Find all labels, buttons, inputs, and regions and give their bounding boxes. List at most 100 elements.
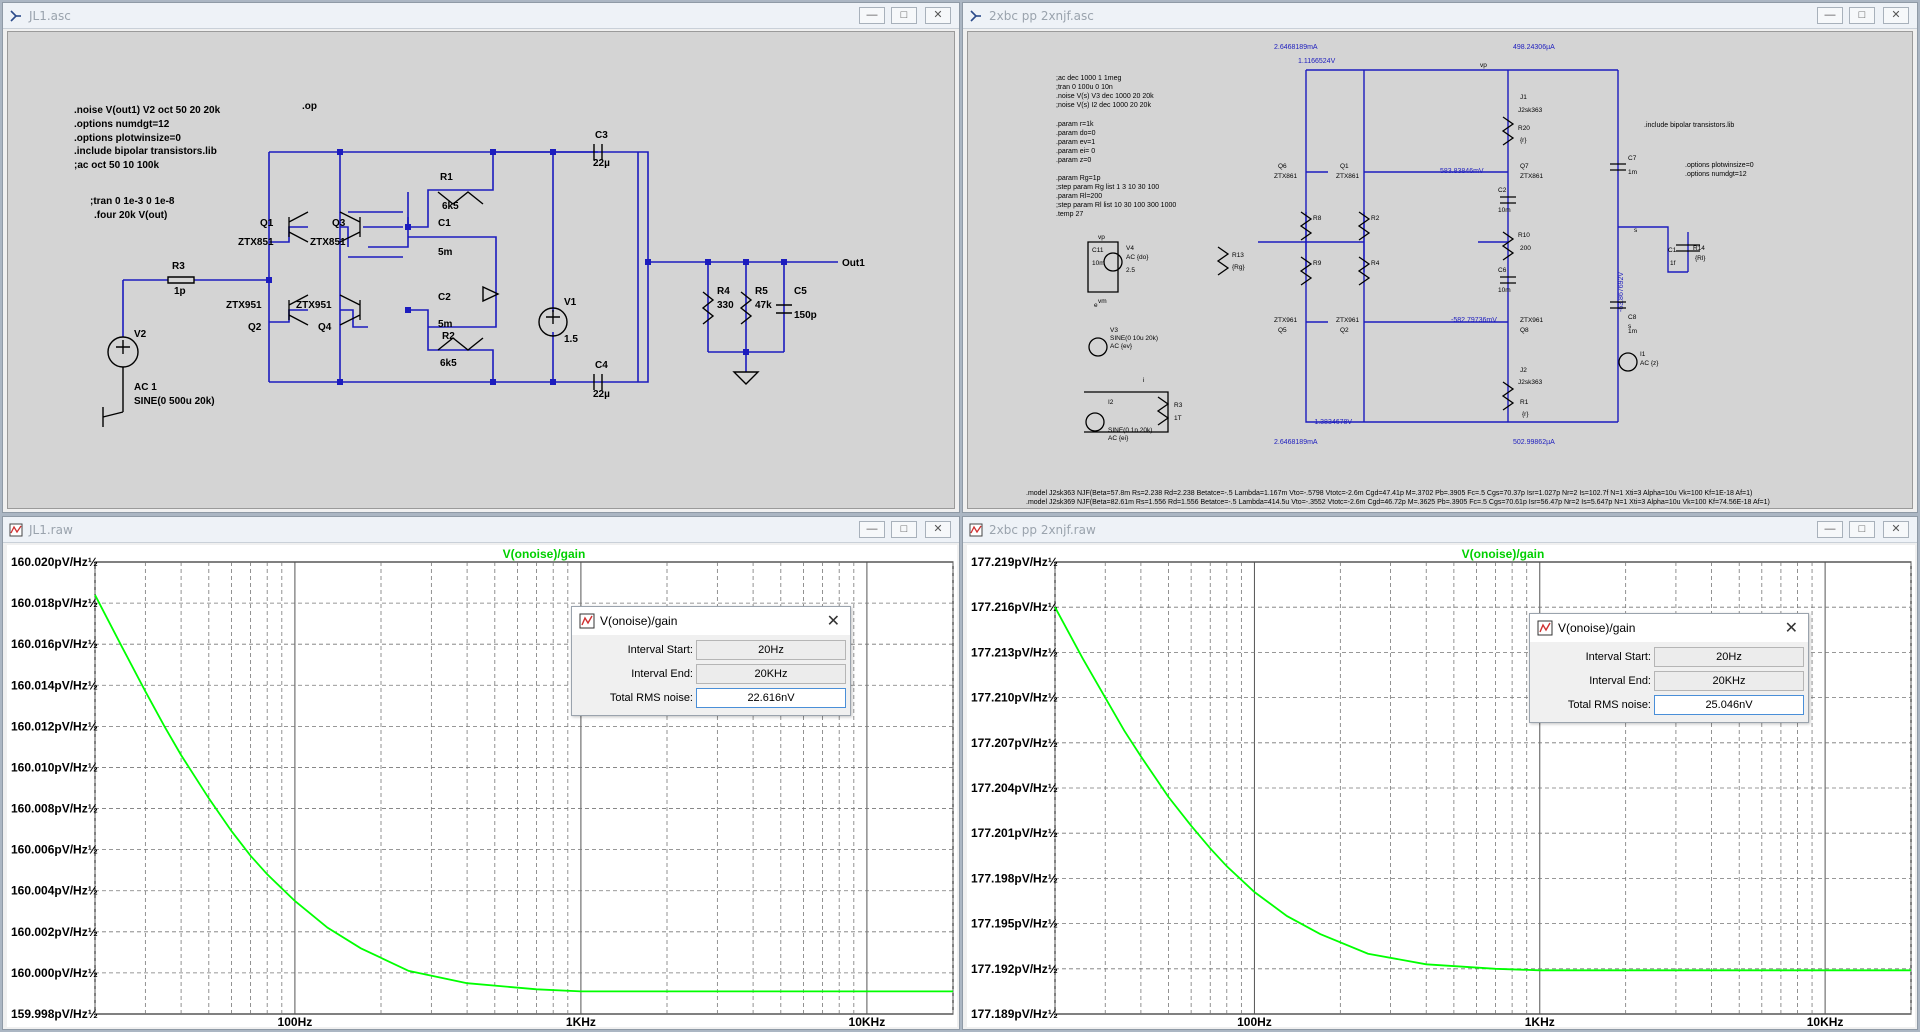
- trace-label[interactable]: V(onoise)/gain: [1462, 547, 1545, 561]
- interval-start-label: Interval Start:: [1585, 651, 1651, 663]
- schematic-left-drawing[interactable]: .noise V(out1) V2 oct 50 20 20k .options…: [8, 32, 955, 509]
- label-q6: Q6: [1278, 163, 1287, 170]
- trace-label[interactable]: V(onoise)/gain: [503, 547, 586, 561]
- components-left: [102, 144, 792, 427]
- param-ev[interactable]: .param ev=1: [1056, 139, 1095, 146]
- maximize-button[interactable]: □: [1849, 521, 1875, 538]
- interval-end-field[interactable]: 20KHz: [696, 664, 846, 684]
- directive-noise[interactable]: .noise V(s) V3 dec 1000 20 20k: [1056, 93, 1154, 100]
- label-c2: C2: [1498, 187, 1507, 194]
- rms-noise-dialog[interactable]: V(onoise)/gain ✕ Interval Start: 20Hz In…: [571, 606, 851, 716]
- close-button[interactable]: ✕: [925, 7, 951, 24]
- window-titlebar[interactable]: JL1.raw — □ ✕: [3, 517, 959, 543]
- window-titlebar[interactable]: 2xbc pp 2xnjf.raw — □ ✕: [963, 517, 1917, 543]
- rms-noise-dialog[interactable]: V(onoise)/gain ✕ Interval Start: 20Hz In…: [1529, 613, 1809, 723]
- interval-start-field[interactable]: 20Hz: [1654, 647, 1804, 667]
- step-rl[interactable]: ;step param Rl list 10 30 100 300 1000: [1056, 202, 1176, 209]
- param-rg[interactable]: .param Rg=1p: [1056, 175, 1101, 182]
- model-j2sk363[interactable]: .model J2sk363 NJF(Beta=57.8m Rs=2.238 R…: [1026, 490, 1752, 497]
- label-r13-val: {Rg}: [1232, 264, 1245, 271]
- param-do[interactable]: .param do=0: [1056, 130, 1096, 137]
- label-r3: R3: [1174, 402, 1183, 409]
- minimize-button[interactable]: —: [1817, 521, 1843, 538]
- minimize-button[interactable]: —: [859, 521, 885, 538]
- y-tick-label: 159.998pV/Hz½: [11, 1007, 98, 1021]
- interval-end-field[interactable]: 20KHz: [1654, 671, 1804, 691]
- window-titlebar[interactable]: 2xbc pp 2xnjf.asc — □ ✕: [963, 3, 1917, 29]
- window-titlebar[interactable]: JL1.asc — □ ✕: [3, 3, 959, 29]
- label-q5: Q5: [1278, 327, 1287, 334]
- label-r5-val: 47k: [755, 300, 772, 311]
- wires-right: [1258, 69, 1689, 423]
- close-button[interactable]: ✕: [1883, 521, 1909, 538]
- directive-ac[interactable]: ;ac dec 1000 1 1meg: [1056, 75, 1121, 82]
- maximize-button[interactable]: □: [891, 521, 917, 538]
- directive-ac[interactable]: ;ac oct 50 10 100k: [74, 160, 159, 171]
- label-i2: I2: [1108, 399, 1114, 406]
- y-tick-label: 160.004pV/Hz½: [11, 884, 98, 898]
- label-v2-sine: SINE(0 500u 20k): [134, 396, 215, 407]
- dialog-header[interactable]: V(onoise)/gain ✕: [572, 607, 850, 635]
- label-v2-ac: AC 1: [134, 382, 157, 393]
- directive-tran[interactable]: ;tran 0 1e-3 0 1e-8: [90, 196, 175, 207]
- close-button[interactable]: ✕: [1883, 7, 1909, 24]
- label-c1: C1: [1668, 247, 1677, 254]
- schematic-window-left[interactable]: JL1.asc — □ ✕ .noise V(out1) V2 oct 50 2…: [2, 2, 960, 513]
- directive-plotwinsize[interactable]: .options plotwinsize=0: [74, 133, 181, 144]
- interval-start-label: Interval Start:: [627, 644, 693, 656]
- label-j1-model: J2sk363: [1518, 107, 1543, 114]
- noise-trace[interactable]: [1054, 606, 1911, 972]
- maximize-button[interactable]: □: [1849, 7, 1875, 24]
- y-tick-label: 177.219pV/Hz½: [971, 555, 1058, 569]
- y-tick-label: 160.006pV/Hz½: [11, 843, 98, 857]
- schematic-right-drawing[interactable]: ;ac dec 1000 1 1meg ;tran 0 100u 0 10n .…: [968, 32, 1913, 509]
- y-tick-label: 177.198pV/Hz½: [971, 871, 1058, 885]
- label-i: i: [1143, 377, 1144, 384]
- interval-start-field[interactable]: 20Hz: [696, 640, 846, 660]
- x-tick-label: 10KHz: [1807, 1015, 1844, 1027]
- y-tick-label: 160.018pV/Hz½: [11, 596, 98, 610]
- close-icon[interactable]: ✕: [826, 613, 840, 630]
- rms-noise-field[interactable]: 22.616nV: [696, 688, 846, 708]
- directive-include[interactable]: .include bipolar transistors.lib: [1644, 122, 1734, 129]
- param-z[interactable]: .param z=0: [1056, 157, 1091, 164]
- directives-right: ;ac dec 1000 1 1meg ;tran 0 100u 0 10n .…: [1026, 75, 1770, 506]
- param-rl[interactable]: .param Rl=200: [1056, 193, 1102, 200]
- minimize-button[interactable]: —: [1817, 7, 1843, 24]
- schematic-canvas[interactable]: ;ac dec 1000 1 1meg ;tran 0 100u 0 10n .…: [967, 31, 1913, 509]
- temp[interactable]: .temp 27: [1056, 211, 1083, 218]
- directive-tran[interactable]: ;tran 0 100u 0 10n: [1056, 84, 1113, 91]
- directive-numdgt[interactable]: .options numdgt=12: [74, 119, 170, 130]
- noise-trace[interactable]: [94, 594, 953, 993]
- schematic-window-right[interactable]: 2xbc pp 2xnjf.asc — □ ✕ ;ac dec 1000 1 1…: [962, 2, 1918, 513]
- probe-v-side: -63.867692V: [1618, 272, 1625, 312]
- directive-noise[interactable]: .noise V(out1) V2 oct 50 20 20k: [74, 105, 221, 116]
- param-ei[interactable]: .param ei= 0: [1056, 148, 1095, 155]
- directive-include[interactable]: .include bipolar transistors.lib: [74, 146, 217, 157]
- label-q1-model: ZTX851: [238, 237, 274, 248]
- label-r14: R14: [1693, 245, 1705, 252]
- param-r[interactable]: .param r=1k: [1056, 121, 1094, 128]
- option-plotwinsize[interactable]: .options plotwinsize=0: [1685, 162, 1754, 169]
- schematic-canvas[interactable]: .noise V(out1) V2 oct 50 20 20k .options…: [7, 31, 955, 509]
- label-c11-val: 10m: [1092, 260, 1105, 267]
- dialog-header[interactable]: V(onoise)/gain ✕: [1530, 614, 1808, 642]
- window-title: JL1.raw: [29, 523, 73, 537]
- close-icon[interactable]: ✕: [1784, 620, 1798, 637]
- step-rg[interactable]: ;step param Rg list 1 3 10 30 100: [1056, 184, 1159, 191]
- minimize-button[interactable]: —: [859, 7, 885, 24]
- rms-noise-field[interactable]: 25.046nV: [1654, 695, 1804, 715]
- label-q7: Q7: [1520, 163, 1529, 170]
- model-j2sk369[interactable]: .model J2sk369 NJF(Beta=82.61m Rs=1.556 …: [1026, 499, 1770, 506]
- directive-four[interactable]: .four 20k V(out): [94, 210, 167, 221]
- option-numdgt[interactable]: .options numdgt=12: [1685, 171, 1747, 178]
- maximize-button[interactable]: □: [891, 7, 917, 24]
- dialog-title: V(onoise)/gain: [1558, 621, 1636, 635]
- rms-noise-row: Total RMS noise: 22.616nV: [572, 688, 850, 710]
- directive-noise-i2[interactable]: ;noise V(s) I2 dec 1000 20 20k: [1056, 102, 1151, 109]
- label-i2-sine: SINE(0 1n 20k): [1108, 427, 1152, 434]
- close-button[interactable]: ✕: [925, 521, 951, 538]
- directive-op[interactable]: .op: [302, 101, 317, 112]
- plot-window-right[interactable]: 2xbc pp 2xnjf.raw — □ ✕ 177.219pV/Hz½ 177…: [962, 516, 1918, 1030]
